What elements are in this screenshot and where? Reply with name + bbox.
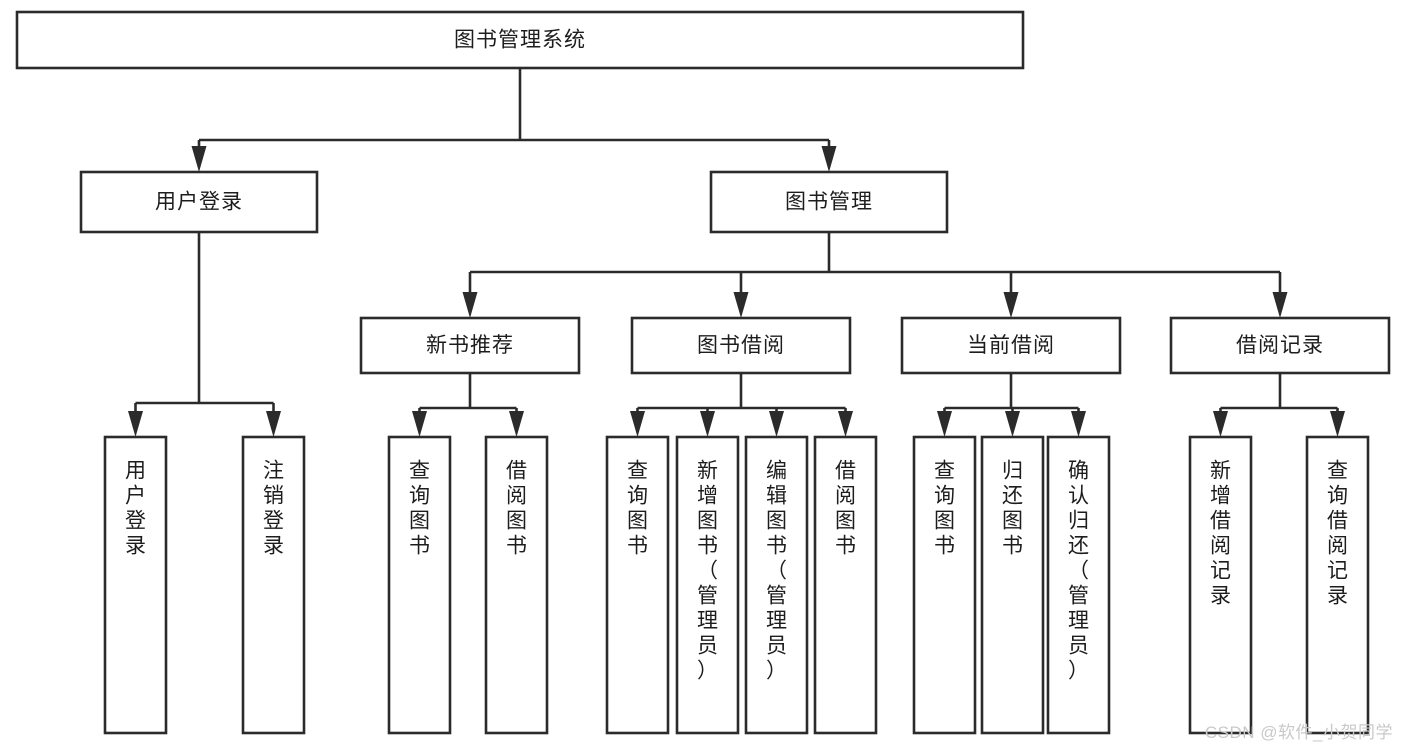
node-label-leaf-borrow-edit: 编辑图书（管理员） [766, 459, 787, 682]
arrow-head-icon [1005, 411, 1020, 437]
node-book-borrow[interactable]: 图书借阅 [630, 316, 852, 375]
arrow-head-icon [1213, 411, 1228, 437]
node-label-book-borrow: 图书借阅 [697, 334, 785, 357]
node-box-leaf-borrow-query[interactable] [605, 435, 670, 735]
arrow-head-icon [821, 146, 837, 172]
arrow-head-icon [509, 411, 524, 437]
node-label-leaf-rec-search: 查询借阅记录 [1327, 459, 1348, 607]
node-label-leaf-rec-add: 新增借阅记录 [1210, 459, 1231, 607]
connector-group-current-borrow [937, 373, 1086, 437]
node-label-borrow-record: 借阅记录 [1236, 334, 1324, 357]
node-label-new-book-rec: 新书推荐 [426, 334, 514, 357]
node-box-leaf-cur-query[interactable] [912, 435, 977, 735]
node-label-leaf-cur-confirm: 确认归还（管理员） [1068, 459, 1089, 682]
node-label-current-borrow: 当前借阅 [967, 334, 1055, 357]
arrow-head-icon [630, 411, 645, 437]
connector-layer [128, 68, 1345, 437]
node-leaf-rec-query[interactable]: 查询图书 [387, 435, 452, 735]
node-box-current-borrow[interactable] [900, 316, 1122, 375]
node-box-leaf-rec-query[interactable] [387, 435, 452, 735]
node-leaf-borrow-query[interactable]: 查询图书 [605, 435, 670, 735]
arrow-head-icon [412, 411, 427, 437]
node-leaf-rec-borrow[interactable]: 借阅图书 [484, 435, 549, 735]
node-leaf-cur-return[interactable]: 归还图书 [980, 435, 1045, 735]
node-box-book-borrow[interactable] [630, 316, 852, 375]
arrow-head-icon [1272, 292, 1288, 318]
node-label-user-login: 用户登录 [155, 191, 243, 214]
node-root[interactable]: 图书管理系统 [15, 10, 1025, 70]
node-leaf-cur-query[interactable]: 查询图书 [912, 435, 977, 735]
node-user-login[interactable]: 用户登录 [79, 170, 319, 234]
arrow-head-icon [733, 292, 749, 318]
node-box-leaf-borrow-add[interactable] [675, 435, 740, 735]
arrow-head-icon [769, 411, 784, 437]
node-label-leaf-cur-return: 归还图书 [1002, 459, 1023, 557]
arrow-head-icon [1071, 411, 1086, 437]
node-borrow-record[interactable]: 借阅记录 [1169, 316, 1391, 375]
node-label-leaf-user-login: 用户登录 [125, 459, 146, 557]
node-box-leaf-borrow-do[interactable] [813, 435, 878, 735]
arrow-head-icon [937, 411, 952, 437]
node-new-book-rec[interactable]: 新书推荐 [359, 316, 581, 375]
node-label-leaf-borrow-query: 查询图书 [627, 459, 648, 557]
node-leaf-logout[interactable]: 注销登录 [241, 435, 306, 735]
node-box-leaf-rec-search[interactable] [1305, 435, 1370, 735]
connector-group-user-login [128, 232, 281, 437]
arrow-head-icon [838, 411, 853, 437]
node-box-leaf-rec-borrow[interactable] [484, 435, 549, 735]
node-box-root[interactable] [15, 10, 1025, 70]
connector-group-book-manage [462, 232, 1288, 318]
node-label-book-manage: 图书管理 [785, 191, 873, 214]
arrow-head-icon [1330, 411, 1345, 437]
arrow-head-icon [191, 146, 207, 172]
node-leaf-rec-search[interactable]: 查询借阅记录 [1305, 435, 1370, 735]
node-label-leaf-borrow-add: 新增图书（管理员） [697, 459, 718, 682]
node-label-leaf-logout: 注销登录 [263, 459, 284, 557]
node-leaf-borrow-edit[interactable]: 编辑图书（管理员） [744, 435, 809, 735]
node-layer: 图书管理系统用户登录图书管理新书推荐图书借阅当前借阅借阅记录用户登录注销登录查询… [15, 10, 1391, 735]
arrow-head-icon [700, 411, 715, 437]
connector-group-borrow-record [1213, 373, 1345, 437]
node-box-leaf-borrow-edit[interactable] [744, 435, 809, 735]
node-label-root: 图书管理系统 [454, 29, 586, 52]
node-label-leaf-rec-borrow: 借阅图书 [506, 459, 527, 557]
node-box-user-login[interactable] [79, 170, 319, 234]
arrow-head-icon [266, 411, 281, 437]
connector-group-root [191, 68, 837, 172]
node-leaf-borrow-add[interactable]: 新增图书（管理员） [675, 435, 740, 735]
node-box-book-manage[interactable] [709, 170, 949, 234]
arrow-head-icon [462, 292, 478, 318]
node-label-leaf-cur-query: 查询图书 [934, 459, 955, 557]
node-box-borrow-record[interactable] [1169, 316, 1391, 375]
node-book-manage[interactable]: 图书管理 [709, 170, 949, 234]
node-label-leaf-rec-query: 查询图书 [409, 459, 430, 557]
node-box-leaf-cur-confirm[interactable] [1046, 435, 1111, 735]
node-leaf-borrow-do[interactable]: 借阅图书 [813, 435, 878, 735]
node-leaf-user-login[interactable]: 用户登录 [103, 435, 168, 735]
node-leaf-cur-confirm[interactable]: 确认归还（管理员） [1046, 435, 1111, 735]
node-box-leaf-cur-return[interactable] [980, 435, 1045, 735]
arrow-head-icon [128, 411, 143, 437]
csdn-watermark: CSDN @软件_小贺同学 [1204, 723, 1393, 742]
connector-group-new-book-rec [412, 373, 524, 437]
node-box-new-book-rec[interactable] [359, 316, 581, 375]
connector-group-book-borrow [630, 373, 853, 437]
arrow-head-icon [1003, 292, 1019, 318]
node-box-leaf-user-login[interactable] [103, 435, 168, 735]
node-label-leaf-borrow-do: 借阅图书 [835, 459, 856, 557]
node-box-leaf-logout[interactable] [241, 435, 306, 735]
node-box-leaf-rec-add[interactable] [1188, 435, 1253, 735]
node-current-borrow[interactable]: 当前借阅 [900, 316, 1122, 375]
node-leaf-rec-add[interactable]: 新增借阅记录 [1188, 435, 1253, 735]
